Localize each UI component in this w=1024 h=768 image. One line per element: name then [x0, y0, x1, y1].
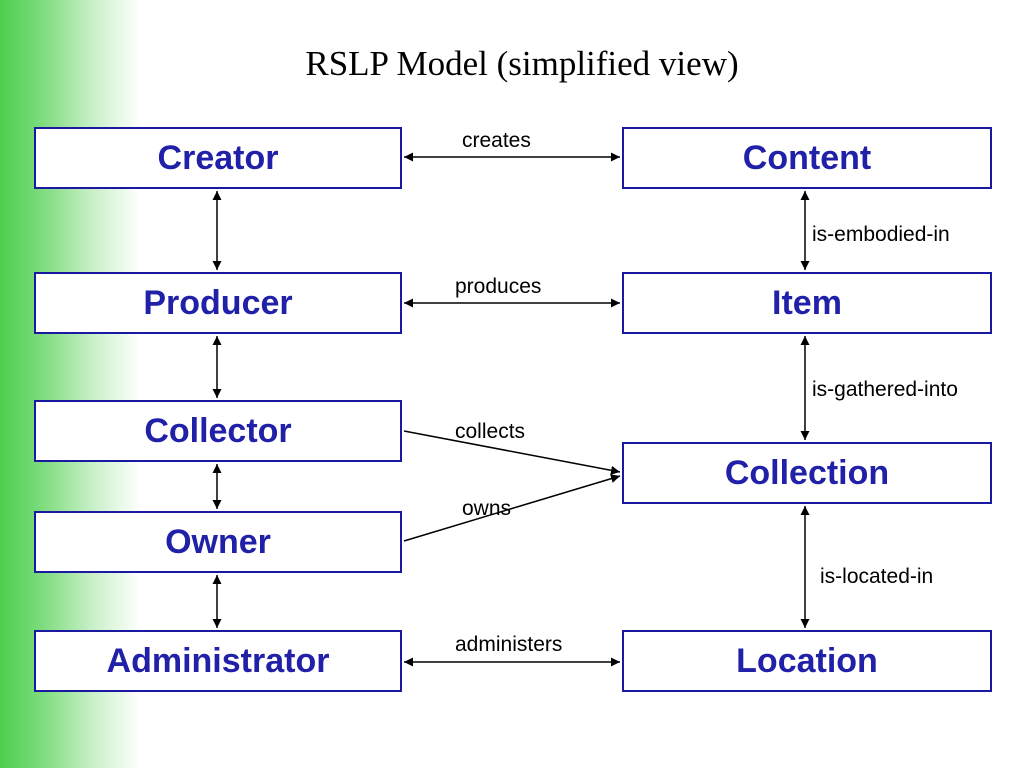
location-label: Location	[736, 641, 878, 680]
is-located-in-label: is-located-in	[820, 565, 934, 588]
collector-label: Collector	[144, 411, 292, 450]
owner-box: Owner	[34, 511, 402, 573]
owns-label: owns	[462, 497, 512, 520]
item-label: Item	[772, 283, 842, 322]
is-embodied-in-label: is-embodied-in	[812, 223, 950, 246]
slide-title: RSLP Model (simplified view)	[305, 44, 739, 83]
collector-box: Collector	[34, 400, 402, 462]
producer-box: Producer	[34, 272, 402, 334]
item-box: Item	[622, 272, 992, 334]
content-box: Content	[622, 127, 992, 189]
administers-label: administers	[455, 633, 563, 656]
location-box: Location	[622, 630, 992, 692]
creator-label: Creator	[157, 138, 279, 177]
collects-label: collects	[455, 420, 526, 443]
is-gathered-into-label: is-gathered-into	[812, 378, 958, 401]
produces-label: produces	[455, 275, 542, 298]
creates-label: creates	[462, 129, 531, 152]
collection-label: Collection	[724, 453, 890, 492]
content-label: Content	[742, 138, 872, 177]
owner-label: Owner	[165, 522, 271, 561]
collection-box: Collection	[622, 442, 992, 504]
administrator-label: Administrator	[106, 641, 330, 680]
producer-label: Producer	[143, 283, 293, 322]
creator-box: Creator	[34, 127, 402, 189]
administrator-box: Administrator	[34, 630, 402, 692]
owns-arrow	[403, 474, 621, 542]
collects-arrow	[403, 430, 621, 475]
